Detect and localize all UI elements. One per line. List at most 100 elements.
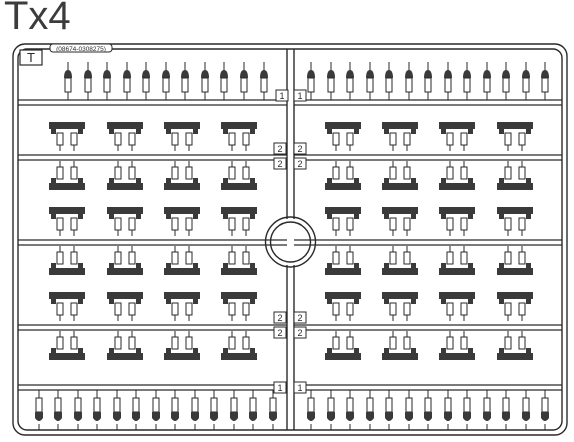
track-link-bottom-7 — [171, 390, 179, 430]
track-link-bottom-4 — [113, 390, 121, 430]
track-link-pair-44 — [325, 331, 361, 360]
track-link-top-10 — [260, 62, 268, 100]
gate-label-text: 2 — [277, 313, 282, 323]
track-link-bottom-2 — [74, 390, 82, 430]
gate-label-5: 2 — [293, 157, 307, 170]
track-link-top-17 — [424, 62, 432, 100]
track-link-bottom-15 — [346, 390, 354, 430]
track-link-pair-14 — [439, 161, 475, 190]
part-number-tag: (08674-0308275) — [49, 43, 113, 53]
gate-label-text: 2 — [277, 159, 282, 169]
track-link-pair-21 — [382, 207, 418, 236]
track-link-pair-35 — [221, 292, 257, 321]
track-link-bottom-13 — [307, 390, 315, 430]
parts-layer — [35, 62, 549, 430]
frame-letter-tag: T — [19, 49, 43, 66]
track-link-top-9 — [240, 62, 248, 100]
track-link-bottom-19 — [424, 390, 432, 430]
gate-label-6: 2 — [273, 311, 287, 324]
track-link-pair-16 — [49, 207, 85, 236]
track-link-bottom-0 — [35, 390, 43, 430]
gate-label-7: 2 — [293, 311, 307, 324]
gate-label-text: 1 — [277, 383, 282, 393]
track-link-pair-32 — [49, 292, 85, 321]
track-link-top-20 — [483, 62, 491, 100]
track-link-pair-31 — [497, 246, 533, 275]
track-link-pair-19 — [221, 207, 257, 236]
part-number: (08674-0308275) — [56, 46, 106, 53]
track-link-pair-22 — [439, 207, 475, 236]
gate-label-9: 2 — [293, 326, 307, 339]
track-link-pair-27 — [221, 246, 257, 275]
center-hub-outer — [264, 216, 317, 268]
track-link-top-14 — [366, 62, 374, 100]
track-link-bottom-5 — [132, 390, 140, 430]
gate-label-text: 1 — [279, 91, 284, 101]
track-link-bottom-6 — [152, 390, 160, 430]
gate-label-text: 2 — [297, 159, 302, 169]
outer-runner-outer-edge — [12, 43, 568, 436]
track-link-bottom-23 — [502, 390, 510, 430]
track-link-pair-0 — [49, 122, 85, 151]
gate-label-2: 2 — [273, 142, 287, 155]
track-link-pair-29 — [382, 246, 418, 275]
track-link-pair-25 — [107, 246, 143, 275]
gate-label-4: 2 — [273, 157, 287, 170]
track-link-top-21 — [502, 62, 510, 100]
gate-label-text: 1 — [297, 91, 302, 101]
track-link-pair-24 — [49, 246, 85, 275]
track-link-bottom-25 — [541, 390, 549, 430]
track-link-top-0 — [64, 62, 72, 100]
track-link-top-11 — [307, 62, 315, 100]
track-link-top-12 — [327, 62, 335, 100]
track-link-bottom-17 — [385, 390, 393, 430]
track-link-top-19 — [463, 62, 471, 100]
track-link-pair-23 — [497, 207, 533, 236]
track-link-top-22 — [522, 62, 530, 100]
track-link-pair-26 — [164, 246, 200, 275]
track-link-bottom-11 — [249, 390, 257, 430]
gate-label-1: 1 — [293, 89, 307, 102]
track-link-top-15 — [385, 62, 393, 100]
track-link-pair-8 — [49, 161, 85, 190]
track-link-top-18 — [444, 62, 452, 100]
track-link-pair-28 — [325, 246, 361, 275]
frame-letter: T — [27, 50, 35, 65]
track-link-top-13 — [346, 62, 354, 100]
track-link-pair-41 — [107, 331, 143, 360]
track-link-top-4 — [142, 62, 150, 100]
track-link-pair-20 — [325, 207, 361, 236]
horizontal-runners — [18, 99, 562, 391]
track-link-pair-12 — [325, 161, 361, 190]
track-link-bottom-8 — [191, 390, 199, 430]
track-link-pair-33 — [107, 292, 143, 321]
track-link-pair-37 — [382, 292, 418, 321]
track-link-top-5 — [162, 62, 170, 100]
gate-label-10: 1 — [273, 381, 287, 394]
track-link-top-8 — [220, 62, 228, 100]
track-link-pair-6 — [439, 122, 475, 151]
track-link-top-6 — [181, 62, 189, 100]
track-link-pair-45 — [382, 331, 418, 360]
track-link-pair-38 — [439, 292, 475, 321]
track-link-pair-10 — [164, 161, 200, 190]
track-link-bottom-18 — [405, 390, 413, 430]
track-link-bottom-14 — [327, 390, 335, 430]
track-link-pair-13 — [382, 161, 418, 190]
track-link-bottom-24 — [522, 390, 530, 430]
track-link-pair-9 — [107, 161, 143, 190]
track-link-pair-5 — [382, 122, 418, 151]
track-link-pair-46 — [439, 331, 475, 360]
track-link-pair-1 — [107, 122, 143, 151]
track-link-pair-2 — [164, 122, 200, 151]
track-link-pair-42 — [164, 331, 200, 360]
gate-label-text: 2 — [277, 328, 282, 338]
track-link-pair-15 — [497, 161, 533, 190]
track-link-pair-47 — [497, 331, 533, 360]
track-link-pair-3 — [221, 122, 257, 151]
track-link-pair-39 — [497, 292, 533, 321]
track-link-top-3 — [123, 62, 131, 100]
track-link-top-1 — [84, 62, 92, 100]
